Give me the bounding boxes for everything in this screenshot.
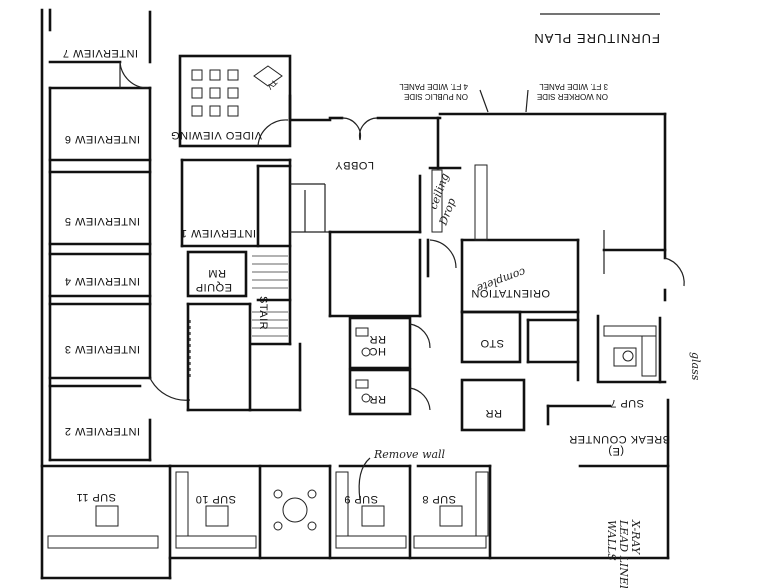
worker-panel-note-line1: 3 FT. WIDE PANEL — [539, 82, 608, 91]
note-x-ray-line1: X-RAY — [629, 519, 642, 556]
label-sup-7: SUP 7 — [610, 397, 644, 409]
room-labels: INTERVIEW 7 INTERVIEW 6 INTERVIEW 5 INTE… — [62, 47, 670, 505]
label-orientation: ORIENTATION — [471, 287, 550, 299]
label-sup-11: SUP 11 — [76, 491, 116, 503]
label-interview-3: INTERVIEW 3 — [64, 343, 140, 355]
label-sup-9: SUP 9 — [344, 493, 378, 505]
label-rr-right: RR — [485, 407, 502, 419]
label-break-counter-e: (E) — [608, 445, 624, 457]
label-interview-2: INTERVIEW 2 — [64, 425, 140, 437]
label-interview-7: INTERVIEW 7 — [62, 47, 138, 59]
worker-panel-note-line2: ON WORKER SIDE — [537, 92, 608, 101]
panel-notes: 4 FT. WIDE PANEL ON PUBLIC SIDE 3 FT. WI… — [399, 82, 608, 113]
public-panel-note-line1: 4 FT. WIDE PANEL — [399, 82, 468, 91]
plan-title: FURNITURE PLAN — [533, 31, 660, 46]
restroom-walls — [348, 310, 612, 432]
label-equip-rm-line1: EQUIP — [195, 281, 232, 293]
label-lobby: LOBBY — [335, 159, 374, 171]
label-interview-1: INTERVIEW 1 — [180, 227, 256, 239]
label-rr-left: RR — [369, 393, 386, 405]
title-group: FURNITURE PLAN — [533, 13, 660, 46]
public-panel-note-line2: ON PUBLIC SIDE — [404, 92, 468, 101]
left-wing-walls — [40, 8, 191, 580]
sup7-office — [596, 314, 667, 384]
note-x-ray-line3: WALLS — [605, 520, 618, 561]
center-core-walls — [178, 54, 340, 412]
label-hc-rr-line1: HC — [369, 345, 386, 357]
label-sup-10: SUP 10 — [195, 493, 236, 505]
note-glass: glass — [689, 352, 702, 381]
label-stair: STAIR — [257, 296, 269, 330]
label-break-counter: BREAK COUNTER — [569, 433, 670, 445]
label-interview-6: INTERVIEW 6 — [64, 133, 140, 145]
label-equip-rm-line2: RM — [208, 267, 226, 279]
lobby-walls — [328, 112, 685, 318]
label-hc-rr-line2: RR — [369, 333, 386, 345]
note-remove-wall: Remove wall — [373, 448, 446, 461]
viewing-chairs — [191, 65, 283, 117]
label-sup-8: SUP 8 — [422, 493, 456, 505]
label-interview-4: INTERVIEW 4 — [64, 275, 140, 287]
label-video-viewing: VIDEO VIEWING — [171, 129, 262, 141]
label-sto: STO — [480, 337, 504, 349]
label-interview-5: INTERVIEW 5 — [64, 215, 140, 227]
note-x-ray-line2: LEAD LINED — [617, 519, 630, 588]
bottom-offices — [47, 398, 670, 560]
